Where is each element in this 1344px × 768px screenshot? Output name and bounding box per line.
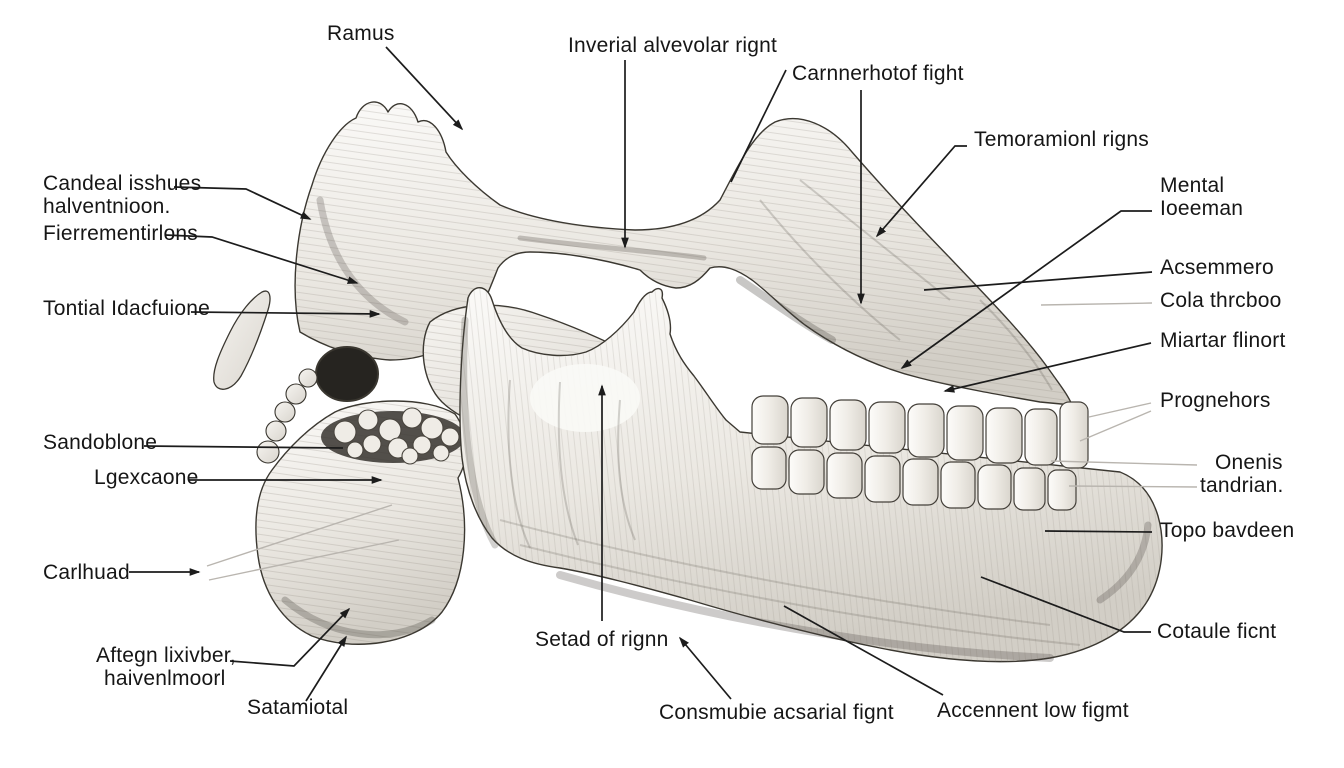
label-text: Carlhuad [43,561,130,584]
label-cola: Cola thrcboo [1160,289,1281,312]
leader-mental [900,210,1152,369]
leader-accennent [783,605,944,696]
label-inferior-alveolar: Inverial alvevolar rignt [568,34,777,57]
leader-aftegn [229,607,351,667]
label-text: Mental [1160,174,1225,197]
label-text: Satamiotal [247,696,349,719]
faint-leader-lines [206,302,1198,581]
leader-carlhuad-b [208,539,400,581]
leader-miartar [943,342,1152,393]
label-text: Cotaule ficnt [1157,620,1277,643]
label-candeal: Candeal isshues halventnioon. [43,172,201,218]
label-setad: Setad of rignn [535,628,669,651]
label-mental: Mental Ioeeman [1160,174,1243,220]
leader-tontial [190,310,381,318]
label-tontial: Tontial Idacfuione [43,297,210,320]
label-onenis: Onenis tandrian. [1200,451,1284,497]
label-text: Temoramionl rigns [974,128,1149,151]
leader-acsemmero [923,271,1153,291]
label-text: Candeal isshues [43,172,202,195]
leader-cola [1040,302,1153,306]
label-cotaule: Cotaule ficnt [1157,620,1276,643]
label-text: tandrian. [1200,474,1284,497]
label-text: Miartar flinort [1160,329,1286,352]
leader-consmubie [678,636,732,700]
label-text: Ramus [327,22,395,45]
label-text: Aftegn lixivber, [96,644,236,667]
label-text: Lgexcaone [94,466,199,489]
label-text: Sandoblone [43,431,158,454]
label-ramus: Ramus [327,22,395,45]
label-text: halventnioon. [43,195,171,218]
leader-temporal [875,145,967,238]
leader-candeal [173,186,312,220]
label-text: Prognehors [1160,389,1271,412]
leader-ramus [385,46,464,131]
label-text: Inverial alvevolar rignt [568,34,778,57]
label-consmubie: Consmubie acsarial fignt [659,701,894,724]
leader-prognehors-a [1088,402,1152,418]
label-acsemmero: Acsemmero [1160,256,1274,279]
leader-sandoblone [143,445,344,449]
leader-satamiotal [305,635,347,702]
label-lgexcaone: Lgexcaone [94,466,199,489]
label-text: Cola thrcboo [1160,289,1282,312]
leader-topo [1044,530,1153,533]
label-text: Topo bavdeen [1160,519,1295,542]
label-satamiotal: Satamiotal [247,696,348,719]
label-prognehors: Prognehors [1160,389,1271,412]
leader-onenis-a [1050,460,1198,466]
label-text: Setad of rignn [535,628,669,651]
label-topo: Topo bavdeen [1160,519,1294,542]
temporal-and-arch [294,101,1073,406]
label-text: Carnnerhotof fight [792,62,964,85]
leader-carlhuad-a [206,504,393,567]
leader-corner-a [730,69,787,183]
label-text: Tontial Idacfuione [43,297,211,320]
label-text: Consmubie acsarial fignt [659,701,894,724]
label-text: Onenis [1215,451,1283,474]
leader-lines [129,46,1153,702]
label-text: haivenlmoorl [104,667,226,690]
label-text: Ioeeman [1160,197,1244,220]
leader-fierrement [164,234,359,284]
label-carlhuad: Carlhuad [43,561,130,584]
label-text: Fierrementirlons [43,222,198,245]
label-accennent: Accennent low figmt [937,699,1129,722]
bone-fragment [255,400,467,645]
leader-prognehors-b [1079,410,1152,442]
upper-teeth [751,395,1089,469]
styloid-process [213,290,271,390]
bone-shapes [213,101,1163,663]
label-fierrement: Fierrementirlons [43,222,198,245]
leader-cotaule [980,576,1151,633]
lower-teeth [751,446,1077,511]
label-sandoblone: Sandoblone [43,431,157,454]
label-text: Acsemmero [1160,256,1274,279]
label-text: Accennent low figmt [937,699,1129,722]
label-miartar: Miartar flinort [1160,329,1286,352]
leader-onenis-b [1068,485,1198,488]
label-corner: Carnnerhotof fight [792,62,964,85]
label-aftegn: Aftegn lixivber, haivenlmoorl [96,644,236,690]
tooth-germ-pebbles [333,407,460,465]
label-temporal: Temoramionl rigns [974,128,1149,151]
